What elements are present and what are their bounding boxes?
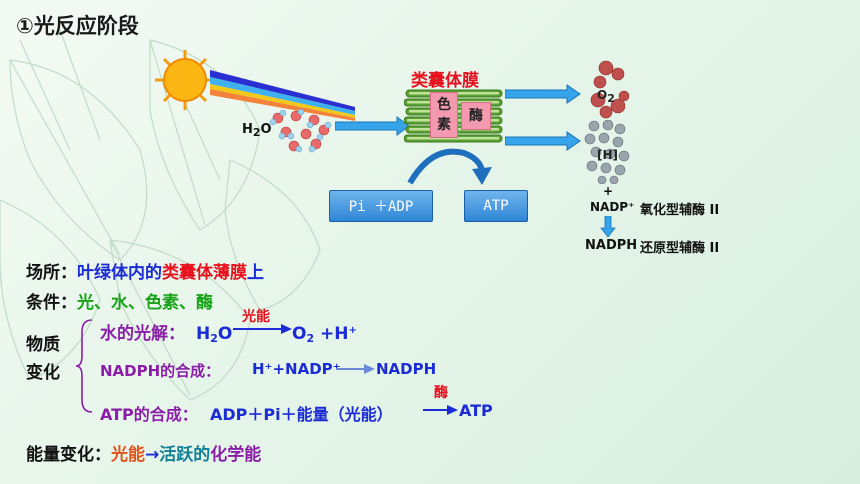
nadph-reactants: H⁺+NADP⁺ [252, 360, 341, 378]
site-part1: 叶绿体内的 [77, 263, 162, 283]
site-line: 场所：叶绿体内的类囊体薄膜上 [26, 258, 264, 283]
light-beam [210, 70, 355, 121]
energy-to-1: 活跃的 [159, 445, 211, 465]
reduced-coenzyme-label: 还原型辅酶 II [640, 241, 720, 256]
page-title: ①光反应阶段 [16, 14, 139, 38]
energy-arrow: → [145, 445, 160, 465]
conditions-label: 条件： [26, 293, 77, 313]
water-molecules-icon [269, 108, 332, 153]
h-label: [H] [597, 148, 619, 162]
atp-box: ATP [464, 190, 528, 222]
nadph-label: NADPH [585, 238, 638, 253]
enzyme-box: 酶 [461, 102, 491, 130]
enzyme-condition: 酶 [434, 385, 448, 401]
nadp-plus-label: NADP⁺ [590, 200, 635, 214]
energy-line: 能量变化：光能→活跃的化学能 [26, 440, 261, 465]
o2-molecules-icon [590, 60, 630, 119]
reaction-arrow-2 [336, 364, 375, 374]
light-energy-condition: 光能 [242, 309, 270, 325]
reaction-arrow-1 [233, 324, 292, 334]
water-products: O2 +H+ [292, 324, 357, 345]
sun-icon [155, 50, 215, 110]
site-label: 场所： [26, 263, 77, 283]
h-molecules-icon [584, 120, 630, 184]
arrow-down-nadph [600, 216, 616, 238]
energy-from: 光能 [111, 445, 145, 465]
sun-rays-illustration [155, 50, 355, 121]
site-part2: 类囊体薄膜 [162, 263, 247, 283]
energy-to-2: 化学能 [210, 445, 262, 465]
reaction-arrow-3 [423, 405, 458, 415]
curved-arrow-atp [407, 148, 492, 185]
conditions-value: 光、水、色素、酶 [77, 293, 213, 313]
plus-sign: + [603, 184, 614, 198]
nadph-product: NADPH [376, 360, 437, 378]
pi-adp-box: Pi ＋ADP [329, 190, 433, 222]
oxidized-coenzyme-label: 氧化型辅酶 II [640, 203, 720, 218]
atp-product: ATP [459, 401, 493, 420]
site-part3: 上 [247, 263, 264, 283]
atp-reactants: ADP＋Pi＋能量（光能） [210, 405, 393, 424]
arrow-water-to-membrane [335, 116, 410, 136]
material-label-1: 物质 [26, 335, 60, 355]
arrow-to-h [505, 131, 581, 151]
brace-icon [75, 319, 93, 413]
nadph-synthesis-label: NADPH的合成： [100, 362, 221, 380]
atp-synthesis-label: ATP的合成： [100, 405, 198, 424]
energy-label: 能量变化： [26, 445, 111, 465]
water-h2o: H2O [196, 324, 233, 345]
conditions-line: 条件：光、水、色素、酶 [26, 288, 213, 313]
material-label-2: 变化 [26, 363, 60, 383]
water-photolysis-label: 水的光解： [100, 324, 185, 344]
thylakoid-membrane-label: 类囊体膜 [411, 71, 479, 91]
water-label: H2O [242, 122, 272, 139]
o2-label: O2 [597, 88, 615, 105]
arrow-to-o2 [505, 84, 581, 104]
pigment-box: 色 素 [430, 92, 458, 138]
